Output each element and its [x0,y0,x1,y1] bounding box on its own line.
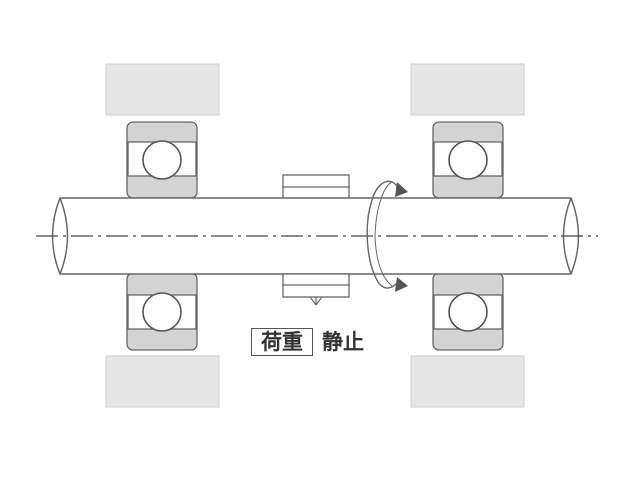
housing-bottom-right [410,355,525,408]
rotation-arrow-icon [366,180,408,292]
bearing-top-right [432,121,504,199]
bearing-bottom-left [126,272,198,351]
ball [448,140,488,180]
load-block-bottom [282,273,350,306]
housing-top-right [410,63,525,116]
housing-bottom-left [105,355,220,408]
bearing-bottom-right [432,272,504,351]
ball [142,292,182,332]
ball [448,292,488,332]
housing-top-left [105,63,220,116]
load-label: 荷重 [251,328,313,356]
ball [142,140,182,180]
bearing-top-left [126,121,198,199]
load-block-top [282,174,350,200]
static-label: 静止 [322,330,364,354]
